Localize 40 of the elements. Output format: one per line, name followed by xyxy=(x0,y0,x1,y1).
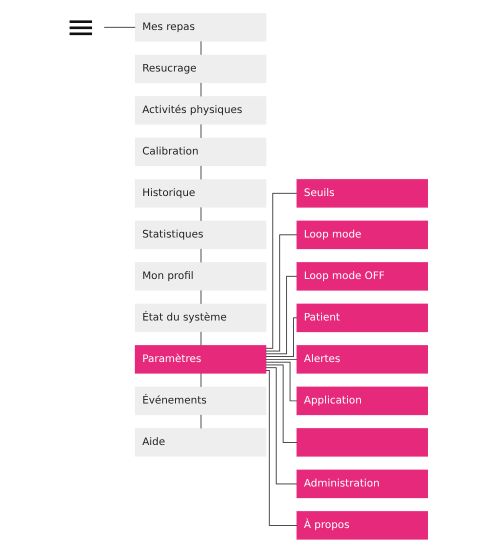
node-box: État du système xyxy=(134,304,266,332)
connector xyxy=(264,234,297,352)
node-box: Alertes xyxy=(296,345,428,374)
node-box: Activités physiques xyxy=(134,96,266,125)
connector xyxy=(265,362,297,402)
node-box: Paramètres xyxy=(134,345,266,374)
connector xyxy=(200,248,201,263)
connector xyxy=(200,373,201,388)
node-box: Calibration xyxy=(134,138,266,166)
connector xyxy=(200,290,201,304)
connector xyxy=(264,358,297,360)
connector xyxy=(265,367,297,484)
connector xyxy=(265,192,297,349)
node-box: Seuils xyxy=(296,179,428,208)
node-box: Mon profil xyxy=(134,262,266,291)
node-box xyxy=(296,428,428,457)
node-box: Application xyxy=(296,386,428,416)
node-box: Statistiques xyxy=(134,220,266,250)
connector xyxy=(200,206,201,222)
connector xyxy=(265,370,297,526)
connector xyxy=(200,414,201,429)
connector xyxy=(103,26,136,28)
node-box: Événements xyxy=(134,386,266,416)
node-box: Aide xyxy=(134,428,266,457)
connector xyxy=(265,276,297,354)
node-box: Resucrage xyxy=(134,54,266,84)
connector xyxy=(200,124,201,138)
node-box: À propos xyxy=(296,511,428,540)
node-box: Historique xyxy=(134,179,266,208)
node-box: Loop mode OFF xyxy=(296,262,428,291)
connector xyxy=(200,40,201,56)
connector xyxy=(200,331,201,346)
connector xyxy=(200,165,201,180)
node-box: Mes repas xyxy=(134,13,266,42)
connector xyxy=(264,317,297,358)
connector xyxy=(200,82,201,97)
node-box: Patient xyxy=(296,304,428,332)
node-box: Administration xyxy=(296,470,428,498)
connector xyxy=(265,364,297,443)
node-box: Loop mode xyxy=(296,220,428,250)
